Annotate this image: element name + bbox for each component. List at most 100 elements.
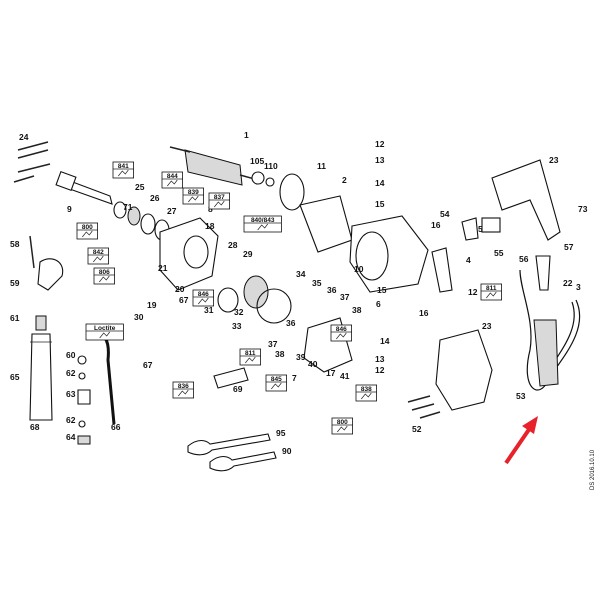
nut-60 <box>77 355 87 365</box>
kit-box: 811 <box>480 283 503 301</box>
ring-25 <box>113 201 127 219</box>
kit-box: 806 <box>93 267 116 285</box>
kit-box-frame <box>87 247 110 265</box>
cord-boot-53 <box>533 319 559 387</box>
kit-box-label: 838 <box>361 386 372 393</box>
callout-label: 58 <box>10 239 20 249</box>
callout-label: 69 <box>233 384 243 394</box>
kit-box-icon <box>188 195 199 203</box>
kit-box: 840/843 <box>243 215 282 233</box>
kit-box-icon <box>486 291 497 299</box>
fitting-64 <box>77 435 91 445</box>
callout-label: 23 <box>482 321 492 331</box>
callout-label: 21 <box>158 263 168 273</box>
kit-reference-boxes: 841844839837800842806840/843846Loctite81… <box>76 161 503 435</box>
kit-box-label: 800 <box>82 224 93 231</box>
kit-box: 842 <box>87 247 110 265</box>
callout-label: 11 <box>317 161 326 171</box>
kit-box-label: 840/843 <box>251 217 275 224</box>
callout-label: 67 <box>143 360 153 370</box>
callout-label: 68 <box>30 422 40 432</box>
kit-box: 846 <box>330 324 353 342</box>
kit-box-icon <box>198 297 209 305</box>
kit-box-frame <box>182 187 205 205</box>
kit-box-frame <box>239 348 262 366</box>
callout-label: 37 <box>340 292 350 302</box>
kit-box-frame <box>330 324 353 342</box>
callout-label: 12 <box>375 139 385 149</box>
callout-label: 35 <box>312 278 322 288</box>
fan-baffle-11 <box>279 173 305 211</box>
bearing-110 <box>265 177 275 187</box>
callout-label: 64 <box>66 432 76 442</box>
callout-label: 61 <box>10 313 20 323</box>
kit-box-label: 811 <box>486 285 497 292</box>
callout-label: 37 <box>268 339 278 349</box>
kit-box-label: 837 <box>214 194 225 201</box>
callout-label: 17 <box>326 368 336 378</box>
kit-box-icon <box>214 200 225 208</box>
kit-box-icon <box>99 331 110 339</box>
callout-label: 26 <box>150 193 160 203</box>
kit-box: 800 <box>331 417 354 435</box>
spindle-head-9 <box>55 170 77 192</box>
kit-box-label: 841 <box>118 163 129 170</box>
callout-label: 55 <box>494 248 504 258</box>
callout-label: 60 <box>66 350 76 360</box>
callout-label: 57 <box>564 242 574 252</box>
callout-label: 40 <box>308 359 318 369</box>
callout-label: 20 <box>175 284 185 294</box>
callout-label: 14 <box>375 178 385 188</box>
switch-5 <box>481 217 501 233</box>
kit-box-frame <box>161 171 184 189</box>
wrench-90 <box>209 451 277 472</box>
bracket-63 <box>77 389 91 405</box>
screws-24 <box>13 141 51 183</box>
callout-label: 25 <box>135 182 145 192</box>
callout-label: 38 <box>275 349 285 359</box>
kit-box: 845 <box>265 374 288 392</box>
callout-label: 16 <box>431 220 441 230</box>
callout-label: 95 <box>276 428 286 438</box>
handle-23-bottom <box>435 329 493 411</box>
callout-label: 31 <box>204 305 214 315</box>
kit-box-label: Loctite <box>94 325 116 332</box>
callout-label: 32 <box>234 307 244 317</box>
shaft-69 <box>213 367 249 389</box>
callout-label: 67 <box>179 295 189 305</box>
callout-label: 5 <box>478 224 483 234</box>
callout-label: 33 <box>232 321 242 331</box>
callout-label: 2 <box>342 175 347 185</box>
kit-box-icon <box>336 332 347 340</box>
kit-box: 839 <box>182 187 205 205</box>
callout-label: 73 <box>578 204 588 214</box>
callout-label: 22 <box>563 278 573 288</box>
callout-label: 66 <box>111 422 121 432</box>
kit-box-icon <box>167 179 178 187</box>
kit-box: Loctite <box>85 323 124 341</box>
terminal-4 <box>431 247 453 293</box>
kit-box-frame <box>331 417 354 435</box>
callout-label: 7 <box>292 373 297 383</box>
kit-box-icon <box>361 392 372 400</box>
callout-label: 52 <box>412 424 422 434</box>
kit-box-icon <box>178 389 189 397</box>
kit-box-label: 806 <box>99 269 110 276</box>
callout-label: 38 <box>352 305 362 315</box>
callout-label: 53 <box>516 391 526 401</box>
kit-box-label: 811 <box>245 350 256 357</box>
kit-box: 838 <box>355 384 378 402</box>
callout-label: 15 <box>375 199 385 209</box>
kit-box-label: 839 <box>188 189 199 196</box>
side-reference-text: DS 2016.10.10 <box>590 449 596 490</box>
callout-label: 41 <box>340 371 350 381</box>
callout-label: 34 <box>296 269 306 279</box>
callout-label: 9 <box>67 204 72 214</box>
kit-box-frame <box>85 323 124 341</box>
stud-61 <box>35 315 47 331</box>
callout-label: 3 <box>576 282 581 292</box>
kit-box-icon <box>99 275 110 283</box>
kit-box-frame <box>172 381 195 399</box>
kit-box-frame <box>192 289 215 307</box>
